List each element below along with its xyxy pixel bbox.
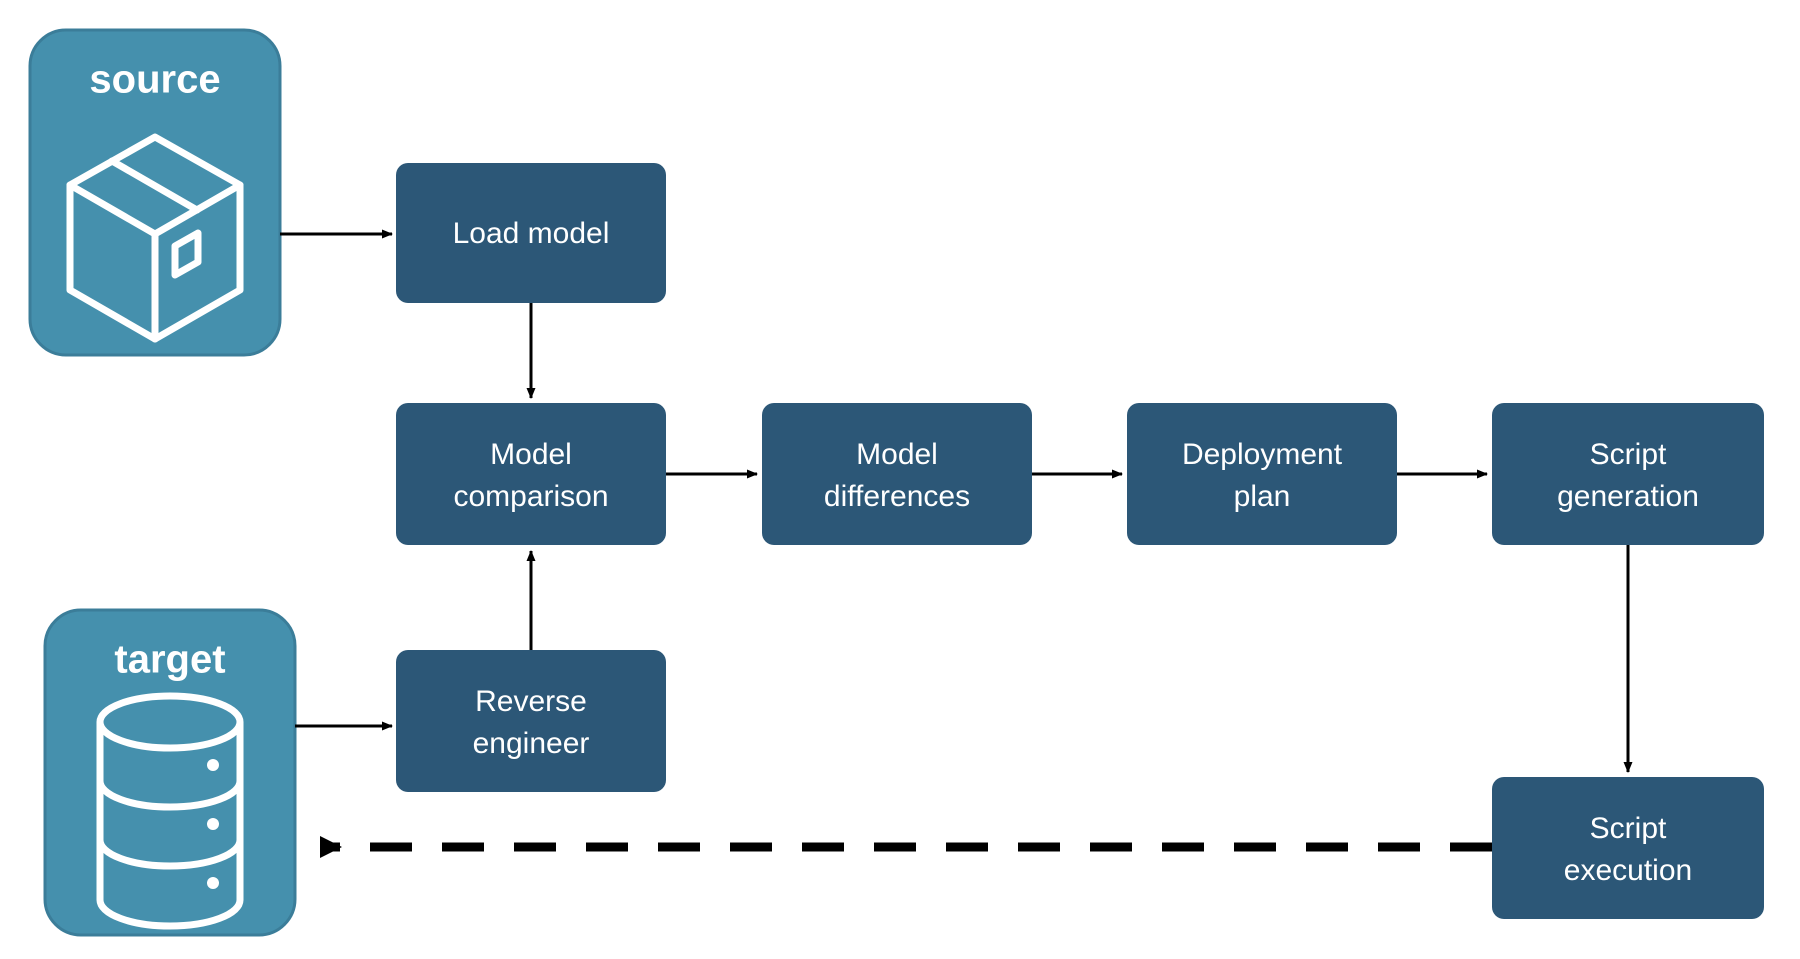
process-node-script-generation-label-line2: generation: [1557, 480, 1699, 513]
process-node-deployment-plan[interactable]: Deployment plan: [1127, 403, 1397, 545]
process-node-model-differences-label-line2: differences: [824, 480, 970, 513]
process-node-model-differences-label-line1: Model: [856, 438, 938, 471]
process-node-script-execution-shape: [1492, 777, 1764, 919]
process-node-deployment-plan-label-line2: plan: [1234, 480, 1291, 513]
process-node-script-generation-shape: [1492, 403, 1764, 545]
process-node-reverse-engineer-label-line2: engineer: [473, 727, 590, 760]
process-node-script-generation[interactable]: Script generation: [1492, 403, 1764, 545]
process-node-model-differences[interactable]: Model differences: [762, 403, 1032, 545]
endpoint-target-label: target: [114, 638, 225, 682]
process-node-load-model[interactable]: Load model: [396, 163, 666, 303]
process-node-script-execution-label-line1: Script: [1590, 812, 1667, 845]
endpoint-source[interactable]: source: [28, 28, 282, 357]
process-node-script-execution[interactable]: Script execution: [1492, 777, 1764, 919]
process-node-model-differences-shape: [762, 403, 1032, 545]
process-node-deployment-plan-shape: [1127, 403, 1397, 545]
database-cylinder-icon: [96, 692, 244, 930]
process-node-model-comparison[interactable]: Model comparison: [396, 403, 666, 545]
process-node-reverse-engineer[interactable]: Reverse engineer: [396, 650, 666, 792]
process-node-deployment-plan-label-line1: Deployment: [1182, 438, 1343, 471]
process-node-script-execution-label-line2: execution: [1564, 854, 1692, 887]
package-box-icon: [66, 133, 244, 343]
process-node-load-model-shape: [396, 163, 666, 303]
process-node-script-generation-label-line1: Script: [1590, 438, 1667, 471]
process-node-reverse-engineer-label-line1: Reverse: [475, 685, 587, 718]
endpoint-source-label: source: [89, 58, 220, 102]
process-node-reverse-engineer-shape: [396, 650, 666, 792]
endpoint-source-shape: [28, 28, 282, 357]
process-node-load-model-label: Load model: [453, 217, 610, 250]
process-node-model-comparison-label-line1: Model: [490, 438, 572, 471]
process-node-model-comparison-shape: [396, 403, 666, 545]
endpoint-target[interactable]: target: [43, 608, 297, 937]
process-node-model-comparison-label-line2: comparison: [453, 480, 608, 513]
